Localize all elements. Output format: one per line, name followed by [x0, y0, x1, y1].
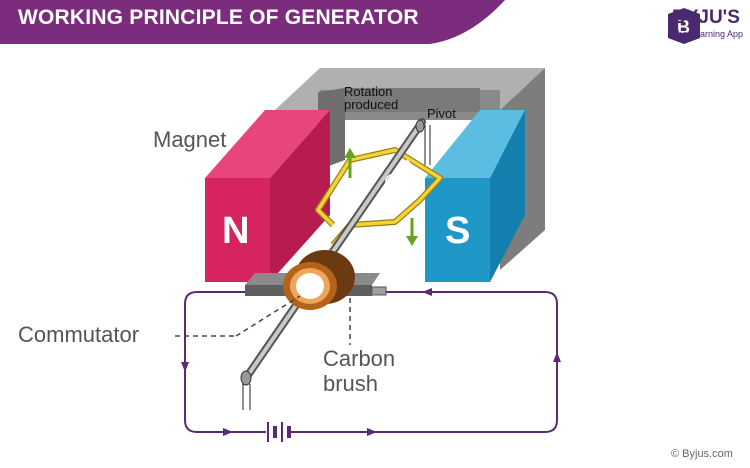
- rotation-produced-label: Rotation produced: [344, 85, 398, 111]
- south-pole: [425, 110, 525, 282]
- magnet-body: [275, 68, 545, 270]
- north-pole: [205, 110, 330, 282]
- rotation-line2: produced: [344, 97, 399, 112]
- shaft-leads: [242, 384, 251, 410]
- brand-tagline: The Learning App: [672, 29, 744, 39]
- south-pole-label: S: [445, 210, 471, 252]
- pivot-label: Pivot: [427, 106, 456, 121]
- commutator-ring: [283, 250, 355, 310]
- carbon-line1: Carbon: [323, 346, 396, 371]
- coil: [315, 147, 443, 247]
- axle-shaft: [240, 118, 426, 386]
- carbon-brush-label: Carbon brush: [323, 346, 395, 396]
- svg-text:B: B: [677, 17, 690, 37]
- carbon-line2: brush: [323, 371, 379, 396]
- battery-symbol: [267, 422, 291, 442]
- leader-lines: [175, 295, 351, 345]
- current-arrows: [344, 148, 418, 246]
- copyright-text: © Byjus.com: [671, 448, 733, 460]
- circuit-arrows: [181, 288, 561, 436]
- byjus-logo-icon: B: [668, 8, 700, 44]
- brand-name: BYJU'S: [672, 7, 740, 28]
- title-banner: [0, 0, 505, 44]
- magnet-label: Magnet: [153, 127, 227, 152]
- page-title: WORKING PRINCIPLE OF GENERATOR: [18, 6, 419, 29]
- rotation-line1: Rotation: [344, 84, 393, 99]
- north-pole-label: N: [222, 210, 250, 252]
- pivot-support: [424, 125, 431, 165]
- commutator-label: Commutator: [18, 322, 140, 347]
